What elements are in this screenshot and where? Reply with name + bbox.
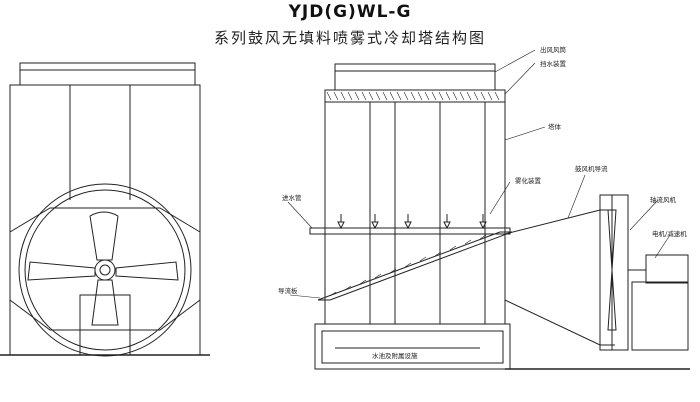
spray-nozzles (337, 214, 487, 230)
water-basin (314, 323, 511, 370)
label-spray-device: 雾化装置 (515, 176, 542, 185)
diagram-subtitle: 系列鼓风无填料喷雾式冷却塔结构图 (213, 29, 486, 47)
label-guide-vane: 导流板 (278, 286, 298, 295)
label-axial-fan: 轴流风机 (650, 195, 677, 204)
label-top-air-outlet: 出风风筒 (540, 45, 567, 54)
label-water-basin: 水池及附属设施 (372, 351, 418, 360)
callouts (287, 49, 671, 299)
fan-ring (18, 183, 192, 357)
fan-hub (94, 259, 116, 281)
label-tower-body: 塔体 (548, 122, 562, 131)
label-dehumidifier: 挡水装置 (540, 59, 567, 68)
side-view (309, 63, 690, 370)
label-fan-guide: 鼓风机导流 (575, 164, 608, 173)
fan-blades (27, 211, 179, 326)
side-body (324, 101, 506, 325)
fan-housing (599, 194, 629, 351)
diagram-title: YJD(G)WL-G (288, 2, 412, 22)
motor (645, 254, 689, 284)
water-header (309, 227, 511, 235)
label-water-inlet-pipe: 进水管 (282, 193, 302, 202)
front-view (0, 62, 210, 357)
guide-vane (317, 231, 513, 301)
dehumidifier-band (324, 89, 506, 103)
fan-duct-top (504, 209, 615, 235)
front-roof (19, 62, 196, 86)
callout-labels: 出风风筒 挡水装置 塔体 雾化装置 鼓风机导流 轴流风机 电机/减速机 进水管 … (278, 45, 687, 360)
label-motor-reducer: 电机/减速机 (652, 229, 687, 238)
side-roof (334, 63, 496, 91)
